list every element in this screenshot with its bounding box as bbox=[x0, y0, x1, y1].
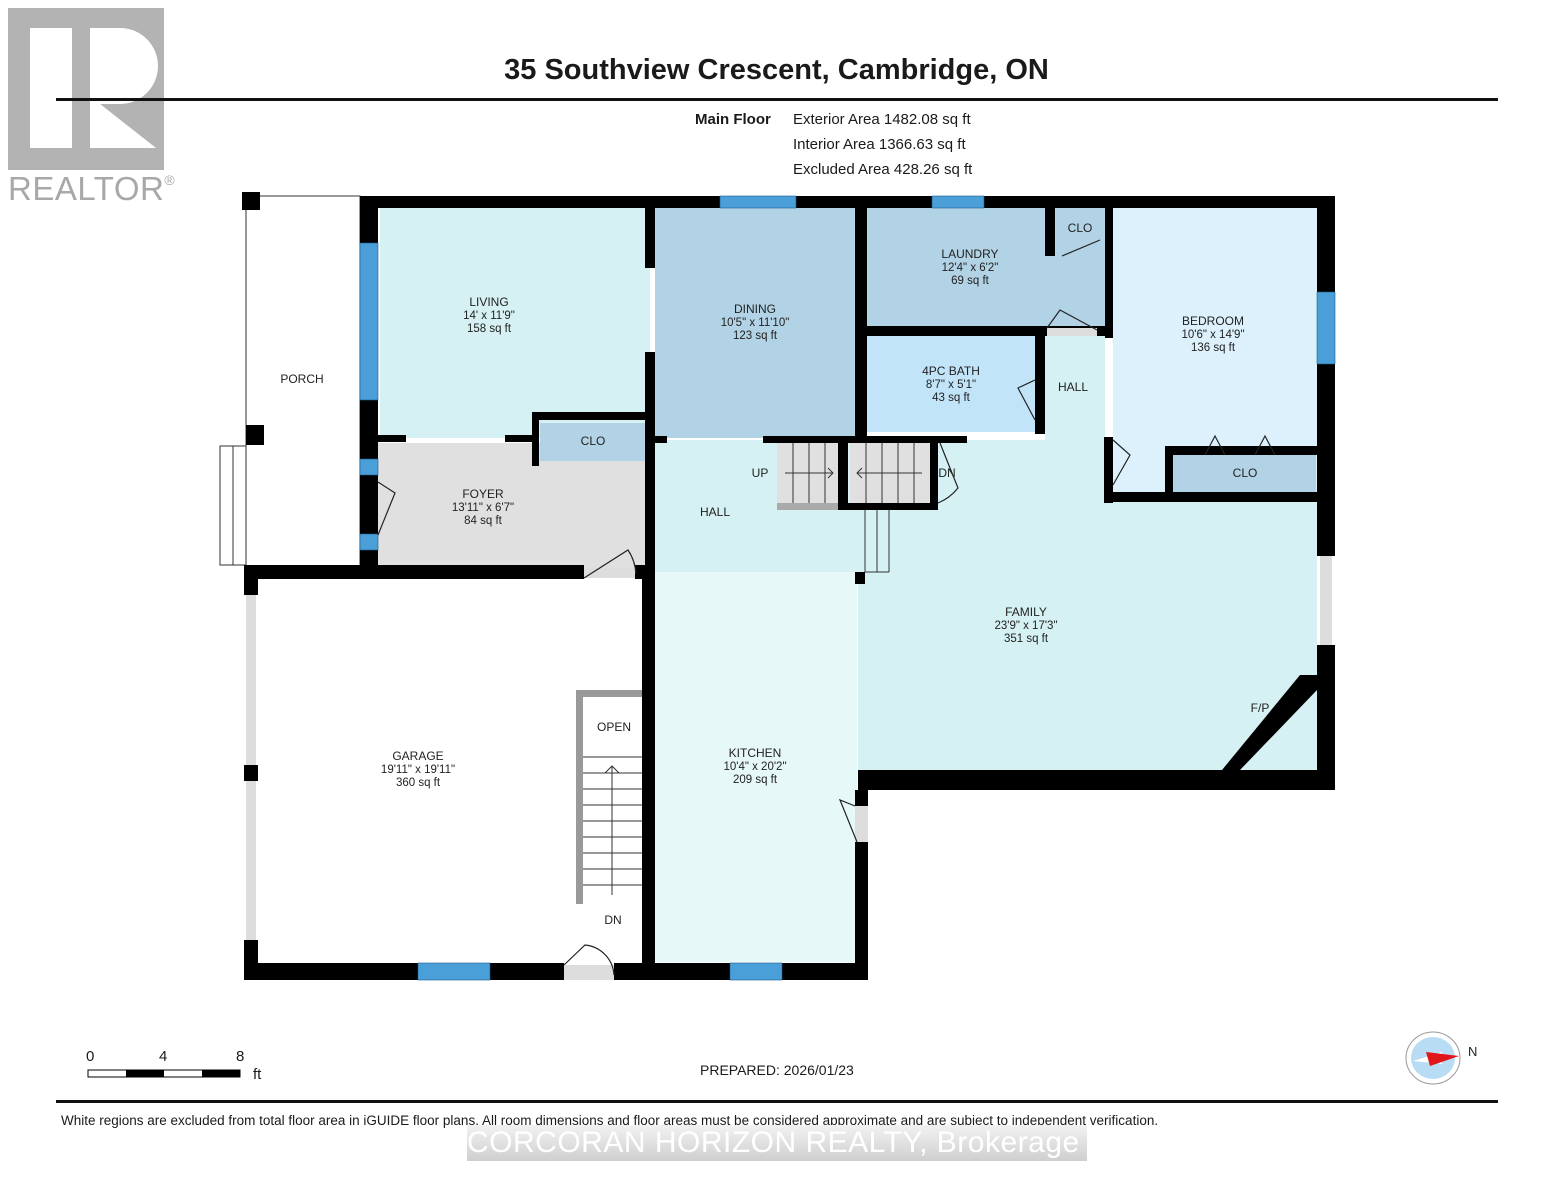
foyer-room bbox=[377, 443, 647, 570]
room-label-kitchen: KITCHEN bbox=[729, 746, 782, 760]
bath-room bbox=[867, 336, 1035, 432]
excluded-area: Excluded Area 428.26 sq ft bbox=[793, 161, 973, 178]
realtor-wordmark: REALTOR® bbox=[8, 170, 176, 207]
realtor-logo-icon bbox=[8, 8, 164, 170]
bedroom-closet bbox=[1173, 455, 1316, 492]
interior-area: Interior Area 1366.63 sq ft bbox=[793, 136, 966, 153]
room-dims-foyer: 13'11" x 6'7" bbox=[452, 502, 514, 514]
room-dims-kitchen: 10'4" x 20'2" bbox=[723, 761, 786, 773]
room-area-kitchen: 209 sq ft bbox=[733, 774, 778, 786]
room-label-bath: 4PC BATH bbox=[922, 364, 980, 378]
header-divider bbox=[56, 98, 1498, 101]
room-area-garage: 360 sq ft bbox=[396, 777, 441, 789]
room-area-dining: 123 sq ft bbox=[733, 330, 778, 342]
room-area-foyer: 84 sq ft bbox=[464, 515, 503, 527]
exterior-area: Exterior Area 1482.08 sq ft bbox=[793, 111, 971, 128]
brokerage-watermark: CORCORAN HORIZON REALTY, Brokerage bbox=[467, 1125, 1087, 1161]
porch-area bbox=[245, 195, 361, 567]
room-label-bedroom-closet: CLO bbox=[1233, 466, 1258, 480]
bedroom-room bbox=[1113, 208, 1317, 493]
room-area-bedroom: 136 sq ft bbox=[1191, 342, 1236, 354]
scale-labels: 0 4 8 ft bbox=[0, 1048, 300, 1088]
garage-stairs-open-label: OPEN bbox=[597, 720, 631, 734]
room-label-foyer-closet: CLO bbox=[581, 434, 606, 448]
room-area-bath: 43 sq ft bbox=[932, 392, 971, 404]
room-dims-bedroom: 10'6" x 14'9" bbox=[1181, 329, 1244, 341]
room-label-garage: GARAGE bbox=[392, 749, 443, 763]
stairs-up-label: UP bbox=[752, 466, 769, 480]
room-label-porch: PORCH bbox=[280, 372, 323, 386]
footer-divider bbox=[56, 1100, 1498, 1103]
floor-label: Main Floor bbox=[695, 111, 771, 128]
room-area-living: 158 sq ft bbox=[467, 323, 512, 335]
room-dims-laundry: 12'4" x 6'2" bbox=[942, 262, 999, 274]
north-compass-icon: N bbox=[1405, 1031, 1477, 1085]
room-label-hall: HALL bbox=[700, 505, 730, 519]
foyer-closet bbox=[540, 423, 647, 461]
room-label-laundry: LAUNDRY bbox=[941, 247, 998, 261]
room-area-family: 351 sq ft bbox=[1004, 633, 1049, 645]
room-label-dining: DINING bbox=[734, 302, 776, 316]
svg-text:N: N bbox=[1468, 1044, 1477, 1059]
room-label-family: FAMILY bbox=[1005, 605, 1047, 619]
room-dims-dining: 10'5" x 11'10" bbox=[721, 317, 790, 329]
scale-bar bbox=[87, 1069, 241, 1078]
disclaimer-text: White regions are excluded from total fl… bbox=[61, 1113, 1159, 1128]
scale-tick-0: 0 bbox=[86, 1048, 95, 1065]
room-label-living: LIVING bbox=[469, 295, 508, 309]
room-area-laundry: 69 sq ft bbox=[951, 275, 990, 287]
kitchen-room bbox=[655, 572, 857, 962]
room-dims-bath: 8'7" x 5'1" bbox=[926, 379, 976, 391]
page-title: 35 Southview Crescent, Cambridge, ON bbox=[504, 54, 1049, 86]
room-dims-living: 14' x 11'9" bbox=[463, 310, 515, 322]
stairs-down-label: DN bbox=[938, 466, 955, 480]
garage-stairs-down-label: DN bbox=[604, 913, 621, 927]
family-room bbox=[858, 440, 1317, 770]
dining-room bbox=[655, 208, 855, 438]
room-label-foyer: FOYER bbox=[462, 487, 504, 501]
scale-tick-8: 8 bbox=[236, 1048, 245, 1065]
room-label-bedroom: BEDROOM bbox=[1182, 314, 1244, 328]
room-label-hall-upper: HALL bbox=[1058, 380, 1088, 394]
scale-unit: ft bbox=[253, 1066, 262, 1083]
living-room bbox=[380, 208, 650, 438]
fireplace-label: F/P bbox=[1251, 701, 1270, 715]
room-label-laundry-closet: CLO bbox=[1068, 221, 1093, 235]
room-dims-family: 23'9" x 17'3" bbox=[994, 620, 1057, 632]
room-dims-garage: 19'11" x 19'11" bbox=[381, 764, 455, 776]
prepared-date: PREPARED: 2026/01/23 bbox=[700, 1062, 854, 1078]
scale-tick-4: 4 bbox=[159, 1048, 168, 1065]
